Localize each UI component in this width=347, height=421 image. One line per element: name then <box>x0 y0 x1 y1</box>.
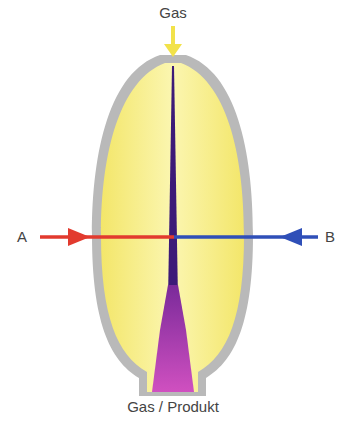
stream-b-arrowhead <box>280 228 302 246</box>
stream-a-arrowhead <box>68 228 90 246</box>
stream-a <box>40 235 174 239</box>
stream-label: A <box>17 229 27 246</box>
gas-arrow <box>171 26 175 46</box>
gas-inlet-label: Gas <box>159 5 187 22</box>
stream-label: B <box>325 229 335 246</box>
vessel-interior <box>101 63 244 392</box>
vessel-wall <box>92 55 253 396</box>
jet <box>168 66 178 300</box>
gas-arrowhead <box>164 44 182 57</box>
product-plume <box>152 285 194 392</box>
outlet-label: Gas / Produkt <box>127 399 219 416</box>
